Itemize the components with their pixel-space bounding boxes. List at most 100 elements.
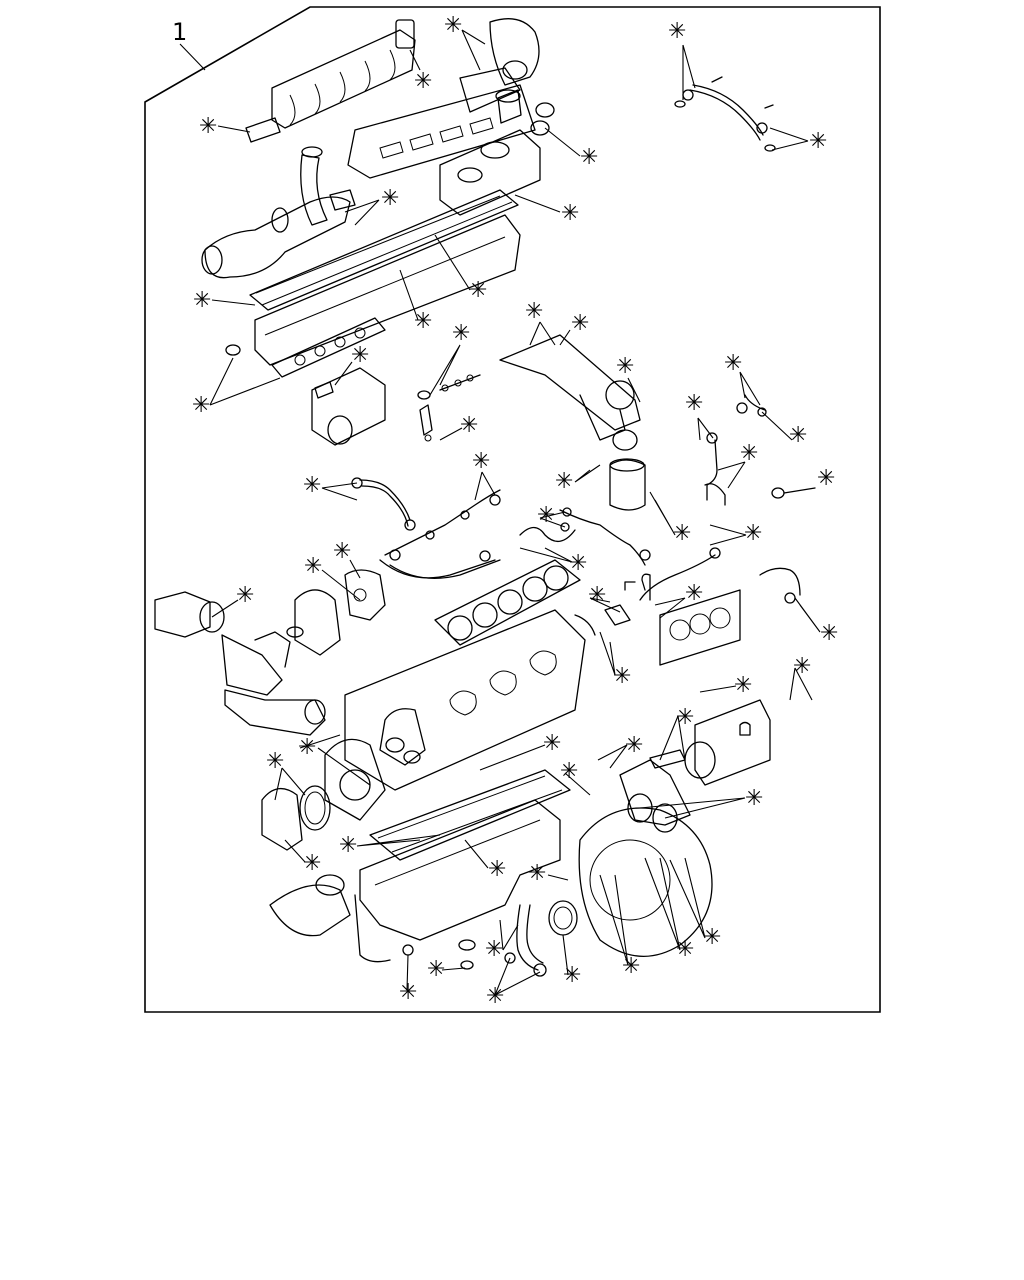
kit-marker: ✳ [563, 963, 581, 988]
kit-marker: ✳ [817, 466, 835, 491]
kit-marker: ✳ [528, 861, 546, 886]
kit-marker: ✳ [486, 984, 504, 1009]
kit-marker: ✳ [676, 937, 694, 962]
rear-oil-seal [548, 900, 578, 936]
kit-marker: ✳ [304, 554, 322, 579]
kit-marker: ✳ [333, 539, 351, 564]
rocker-cover-gasket [249, 189, 519, 311]
kit-marker: ✳ [668, 19, 686, 44]
turbocharger [154, 591, 291, 696]
kit-marker: ✳ [485, 937, 503, 962]
kit-marker: ✳ [685, 581, 703, 606]
kit-marker: ✳ [266, 749, 284, 774]
water-pump [286, 589, 341, 656]
oil-filter [609, 458, 646, 511]
kit-marker: ✳ [339, 833, 357, 858]
kit-marker: ✳ [488, 857, 506, 882]
item-number-leader [179, 43, 206, 71]
exhaust-manifold [271, 19, 416, 129]
kit-marker: ✳ [703, 925, 721, 950]
rocker-cover [439, 129, 541, 216]
oil-line-right [704, 432, 726, 506]
kit-marker: ✳ [192, 393, 210, 418]
front-cover-gasket [261, 788, 303, 851]
kit-marker: ✳ [303, 851, 321, 876]
injection-pipe-left [351, 477, 416, 531]
head-gasket [434, 559, 581, 646]
timing-cover [324, 738, 386, 821]
injection-pipe-mid [519, 507, 651, 566]
small-pipe-right [736, 394, 767, 417]
valve [771, 487, 816, 499]
kit-boundary-frame [144, 6, 881, 1013]
kit-marker: ✳ [561, 201, 579, 226]
crankcase-half-left [379, 708, 426, 766]
kit-marker: ✳ [745, 786, 763, 811]
flywheel-housing [578, 807, 713, 957]
kit-marker: ✳ [685, 391, 703, 416]
kit-marker: ✳ [543, 731, 561, 756]
inlet-manifold-gasket [271, 317, 386, 378]
cylinder-head-cover [254, 214, 521, 366]
kit-marker: ✳ [744, 521, 762, 546]
inlet-manifold-upper [347, 67, 536, 179]
kit-marker: ✳ [793, 654, 811, 679]
intake-manifold [499, 334, 641, 451]
kit-marker: ✳ [351, 343, 369, 368]
kit-marker: ✳ [673, 521, 691, 546]
intake-elbow [489, 18, 540, 86]
kit-marker: ✳ [236, 583, 254, 608]
injection-pipes-center [379, 489, 501, 579]
front-oil-seal [299, 785, 331, 831]
seal-ring [225, 344, 241, 356]
kit-marker: ✳ [199, 114, 217, 139]
breather-pipe [495, 89, 522, 124]
water-pipe-lower [269, 874, 351, 937]
leader-lines [209, 29, 821, 996]
kit-marker: ✳ [460, 413, 478, 438]
oil-filler-cap [530, 102, 555, 136]
manifold-gasket-rect [245, 117, 281, 143]
water-outlet-right [619, 759, 691, 833]
kit-marker: ✳ [571, 311, 589, 336]
kit-markers: ✳ ✳ ✳ ✳ ✳ ✳ ✳ ✳ ✳ ✳ ✳ ✳ ✳ ✳ ✳ ✳ ✳ ✳ ✳ ✳ … [192, 13, 838, 1009]
kit-marker: ✳ [625, 733, 643, 758]
thermostat-housing [311, 367, 386, 446]
kit-marker: ✳ [809, 129, 827, 154]
kit-marker: ✳ [724, 351, 742, 376]
kit-marker: ✳ [555, 469, 573, 494]
drain-plug [458, 939, 476, 970]
camshaft [201, 196, 351, 279]
item-number-label: 1 [172, 18, 187, 46]
water-pump-gasket [344, 569, 386, 621]
camshaft-pipe [300, 146, 356, 226]
kit-marker: ✳ [444, 13, 462, 38]
kit-marker: ✳ [613, 664, 631, 689]
oil-pan [359, 799, 561, 941]
kit-marker: ✳ [789, 423, 807, 448]
kit-marker: ✳ [560, 759, 578, 784]
kit-marker: ✳ [452, 321, 470, 346]
kit-marker: ✳ [472, 449, 490, 474]
oil-cooler [659, 589, 741, 666]
kit-marker: ✳ [469, 278, 487, 303]
kit-marker: ✳ [588, 583, 606, 608]
kit-marker: ✳ [298, 735, 316, 760]
thermostat-right [684, 699, 771, 786]
kit-marker: ✳ [622, 954, 640, 979]
kit-marker: ✳ [303, 473, 321, 498]
injection-pipe-right [639, 547, 721, 601]
oil-suction-pipe [504, 904, 547, 977]
kit-marker: ✳ [427, 957, 445, 982]
cylinder-block [344, 609, 586, 791]
kit-marker: ✳ [569, 551, 587, 576]
exhaust-outlet [224, 689, 326, 736]
injection-pipe-far-right [759, 567, 801, 604]
fuel-injector [417, 374, 481, 442]
oil-pump [574, 581, 636, 636]
kit-marker: ✳ [399, 980, 417, 1005]
kit-marker: ✳ [580, 145, 598, 170]
kit-marker: ✳ [381, 186, 399, 211]
kit-marker: ✳ [414, 69, 432, 94]
